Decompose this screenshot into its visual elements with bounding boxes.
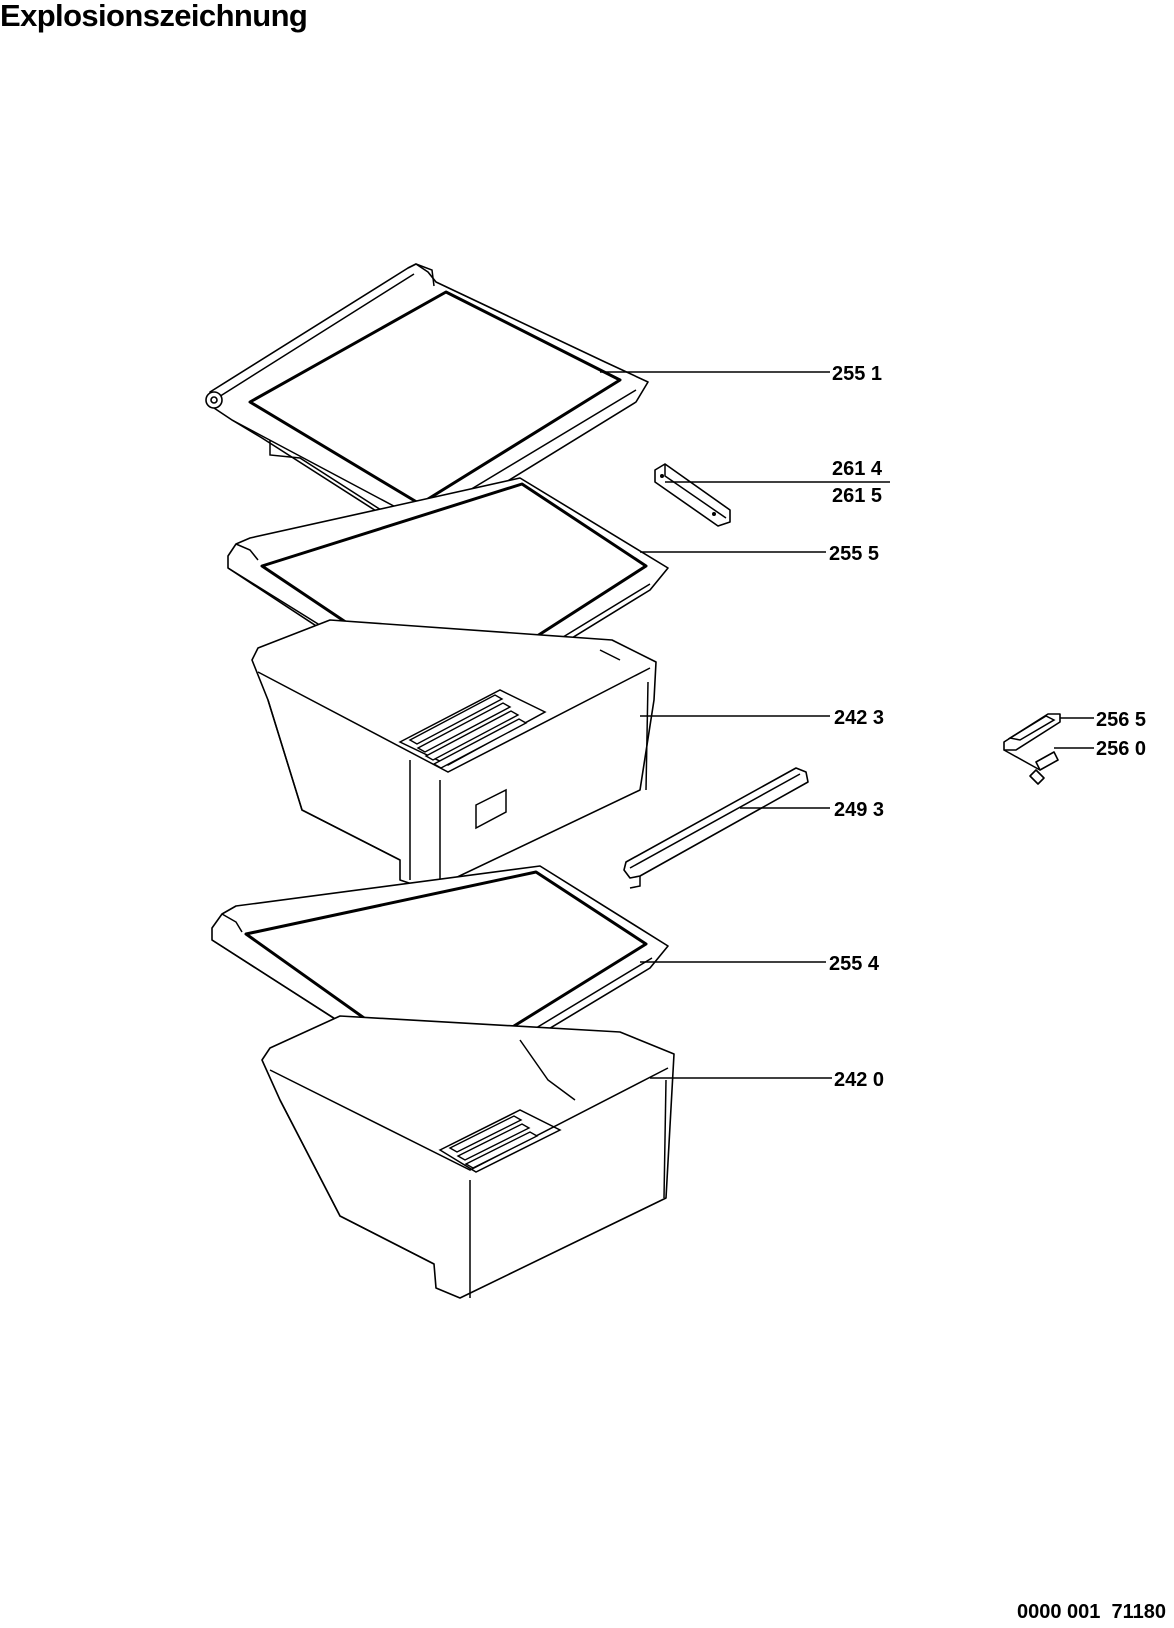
label-2493: 249 3 <box>834 799 884 821</box>
part-labels: 255 1 261 4 261 5 255 5 242 3 256 5 256 … <box>829 363 1146 1091</box>
label-2551: 255 1 <box>832 363 882 385</box>
label-2615: 261 5 <box>832 485 882 507</box>
bracket <box>654 463 731 527</box>
leader-lines <box>600 371 1094 1079</box>
crisper-drawer-upper <box>251 619 657 891</box>
label-2555: 255 5 <box>829 543 879 565</box>
label-2560: 256 0 <box>1096 738 1146 760</box>
label-2420: 242 0 <box>834 1069 884 1091</box>
shelf-top <box>205 263 649 536</box>
crisper-drawer-lower <box>261 1015 675 1299</box>
page-title: Explosionszeichnung <box>0 0 308 33</box>
holder <box>1003 713 1061 785</box>
document-number: 0000 001 71180 <box>1016 1601 1166 1623</box>
label-2565: 256 5 <box>1096 709 1146 731</box>
label-2614: 261 4 <box>832 458 883 480</box>
rail <box>623 767 809 889</box>
label-2554: 255 4 <box>829 953 880 975</box>
label-2423: 242 3 <box>834 707 884 729</box>
